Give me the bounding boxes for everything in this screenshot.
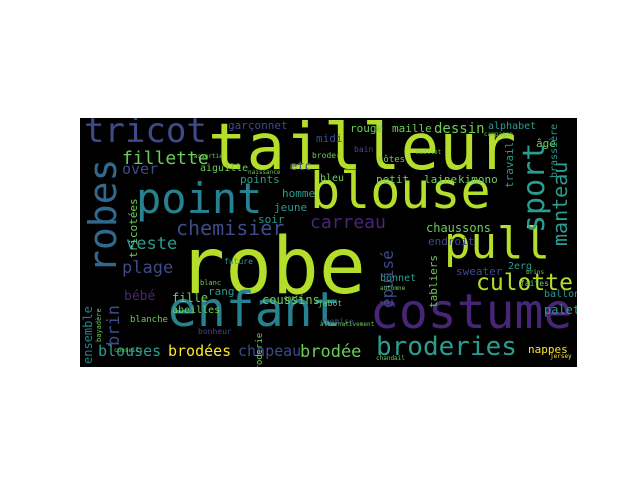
word-broderie: broderie [255, 332, 265, 367]
word-faites: faites [520, 279, 549, 288]
word-alphabet: alphabet [488, 121, 537, 132]
word-tricot: tricot [84, 118, 207, 151]
word-etc: etc [290, 159, 312, 173]
word-bebe: bébé [124, 289, 156, 304]
word-maille: maille [392, 122, 432, 135]
word-blanc: blanc [200, 279, 222, 287]
word-2erg: 2erg [508, 261, 533, 272]
word-homme: homme [282, 187, 316, 200]
word-assortie: assortie [194, 153, 223, 160]
word-ensemble: ensemble [81, 306, 95, 364]
word-blouse: blouse [310, 162, 491, 220]
word-alternativement: alternativement [320, 321, 375, 328]
word-bayadere: bayadère [95, 308, 103, 342]
word-rouge: rouge [350, 122, 384, 135]
word-kimono: kimono [458, 173, 498, 186]
word-future: future [224, 257, 253, 266]
word-age: âge [536, 137, 556, 150]
word-tailleur: tailleur [208, 118, 517, 185]
word-sweater: sweater [456, 265, 503, 278]
word-culotte: culotte [476, 270, 573, 296]
word-enfant: enfant [168, 282, 342, 338]
word-conseils: conseils [114, 347, 143, 354]
word-blanche: blanche [130, 315, 168, 325]
word-coussins: coussins [262, 293, 320, 307]
word-jabot: jabot [318, 299, 343, 308]
word-broder: broder [312, 151, 341, 160]
word-cotes: côtes [378, 155, 406, 165]
word-bonheur: bonheur [198, 327, 232, 336]
word-veste: veste [126, 234, 178, 254]
word-gants: gants [284, 295, 303, 302]
word-over: over [122, 160, 159, 178]
word-rang: rang [208, 285, 235, 298]
word-chemisier: chemisier [176, 216, 285, 240]
word-fillette: fillette [122, 148, 209, 169]
word-jersey: jersey [550, 353, 572, 360]
word-tabliers: tabliers [427, 255, 440, 308]
word-robes: robes [81, 158, 125, 273]
word-chandail: chandail [376, 355, 405, 362]
word-laine: laine [424, 173, 458, 186]
word-chaussons: chaussons [426, 221, 492, 235]
word-campagne: campagne [484, 131, 513, 138]
word-brodees: brodées [168, 342, 232, 360]
word-point: point [136, 174, 263, 223]
word-abeilles: abeilles [172, 305, 221, 316]
word-robe: robe [178, 222, 366, 312]
word-naissance: naissance [248, 169, 281, 176]
word-bonnet: bonnet [380, 273, 417, 284]
word-nappes: nappes [528, 343, 568, 356]
word-tricotees: tricotées [127, 198, 140, 258]
word-bain: bain [354, 145, 374, 154]
word-sport: sport [517, 142, 552, 233]
word-cloud: robe tailleur blouse costume enfant pull… [80, 118, 577, 367]
word-aiguille: aiguille [200, 163, 249, 174]
word-maillot: maillot [416, 149, 442, 156]
word-pull: pull [444, 218, 550, 269]
word-costume: costume [370, 284, 573, 340]
word-dessin: dessin [434, 121, 485, 137]
word-petit: petit [376, 173, 410, 186]
word-plage: plage [122, 258, 174, 278]
word-bleu: bleu [320, 173, 345, 184]
word-brin: brin [104, 305, 124, 346]
word-points: points [240, 173, 280, 186]
word-brins: brins [526, 269, 545, 276]
word-chapeau: chapeau [238, 342, 302, 360]
word-brodee: brodée [300, 342, 362, 362]
word-jeune: jeune [274, 201, 308, 214]
word-endroit: endroit [428, 235, 475, 248]
word-travail: travail [503, 141, 516, 188]
word-blouses: blouses [98, 342, 162, 360]
word-soir: soir [258, 213, 285, 226]
word-midi: midi [316, 132, 343, 145]
word-paletot: paletot [544, 303, 577, 317]
word-carreau: carreau [310, 212, 386, 233]
word-fille: fille [172, 291, 209, 305]
word-ballon: ballon [544, 289, 577, 300]
word-brassiere: brassière [549, 123, 560, 178]
word-chemise: chemise [320, 317, 354, 326]
word-garconnet: garçonnet [228, 119, 288, 132]
word-automne: automne [380, 285, 406, 292]
word-broderies: broderies [376, 332, 517, 362]
